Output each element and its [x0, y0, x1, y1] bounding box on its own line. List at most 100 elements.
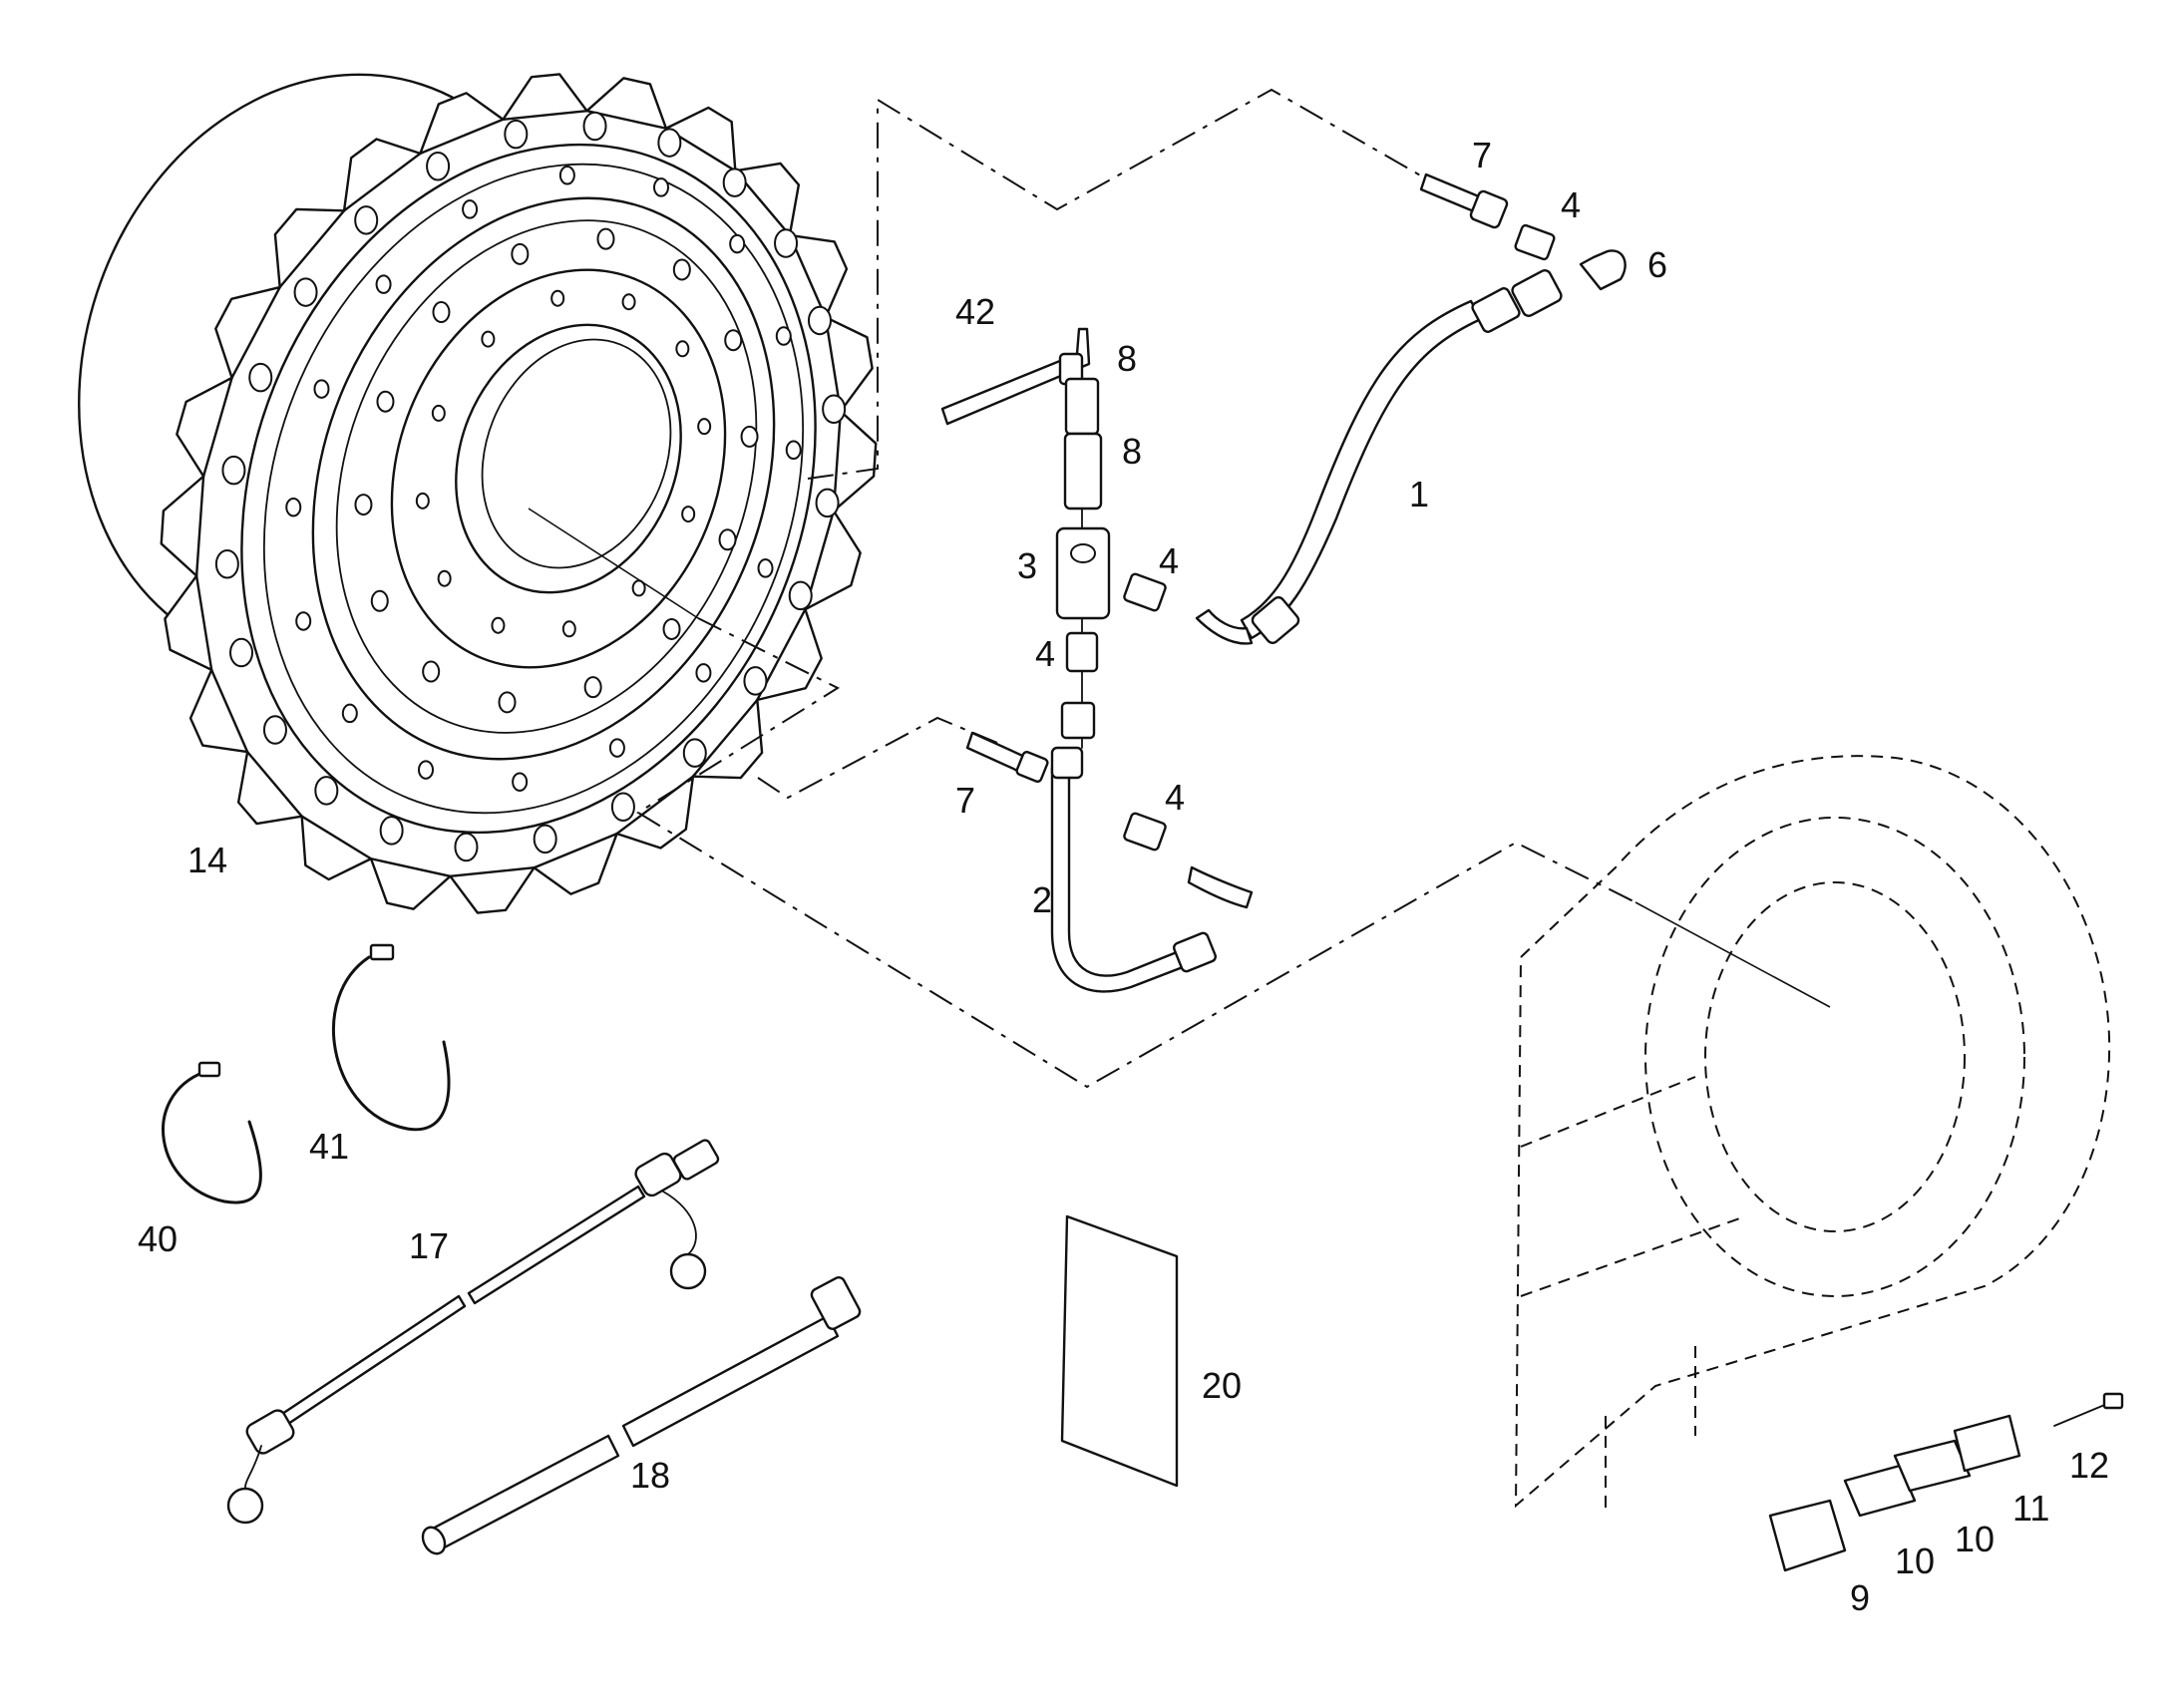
sprocket-tooth: [756, 607, 823, 702]
bolt-hole: [662, 617, 681, 640]
sprocket-tooth: [273, 207, 346, 289]
assembly-lines: [636, 88, 1831, 1089]
bolt-hole: [314, 776, 339, 806]
callout-9: 9: [1850, 1577, 1870, 1618]
clamp-40: [162, 1061, 262, 1204]
callout-4-mid: 4: [1159, 540, 1179, 581]
bolt-hole: [432, 301, 451, 324]
bolt-hole: [221, 455, 246, 486]
sprocket-tooth: [585, 77, 668, 130]
bolt-hole: [785, 440, 802, 461]
bolt-hole: [682, 738, 707, 768]
bolt-hole: [533, 824, 557, 854]
bolt-hole: [608, 738, 625, 758]
bolt-hole: [672, 258, 691, 281]
bolt-hole: [341, 703, 358, 724]
bolt-hole: [583, 676, 602, 699]
bolt-hole: [481, 330, 496, 348]
bolt-holes: [214, 111, 847, 862]
bolt-hole: [248, 362, 273, 393]
test-hose-17: [226, 1139, 720, 1525]
bolt-hole: [370, 589, 389, 612]
bolt-hole: [757, 558, 774, 578]
sprocket-tooth: [449, 866, 536, 914]
bolt-hole: [229, 637, 254, 668]
hose-2: [1050, 746, 1254, 993]
sprocket-tooth: [419, 92, 505, 156]
fittings-stack: [940, 327, 1167, 852]
clamp-41: [331, 943, 451, 1132]
bolt-hole: [295, 611, 312, 631]
callout-17: 17: [409, 1225, 449, 1266]
sprocket-tooth: [502, 73, 588, 121]
bolt-hole: [621, 293, 636, 311]
bolt-hole: [498, 691, 517, 714]
bolt-hole: [740, 425, 759, 448]
callout-2: 2: [1032, 879, 1052, 920]
bolt-hole: [293, 277, 318, 307]
sprocket-tooth: [160, 475, 205, 577]
sprocket-tooth: [734, 162, 801, 237]
sprocket-tooth: [214, 285, 281, 380]
sprocket-teeth: [160, 73, 878, 914]
bolt-hole: [582, 111, 607, 142]
sprocket-tooth: [300, 815, 373, 881]
bolt-hole: [511, 242, 530, 265]
bolt-hole: [722, 168, 747, 197]
fitting-7-top: [1419, 172, 1509, 229]
sprocket-tooth: [164, 574, 213, 672]
bolt-hole: [681, 506, 696, 523]
sprocket-tooth: [369, 857, 452, 910]
bolt-hole: [354, 205, 379, 235]
bolt-hole: [504, 119, 529, 150]
callout-8-a: 8: [1117, 338, 1137, 379]
callouts: 7 4 6 42 8 8 1 3 4 4 7 4 2 14 41 40 17 1…: [138, 135, 2109, 1618]
callout-20: 20: [1202, 1365, 1242, 1406]
bolt-hole: [462, 199, 479, 219]
bolt-hole: [491, 616, 506, 634]
callout-12: 12: [2069, 1445, 2109, 1486]
bolt-hole: [775, 326, 792, 346]
axle-housing: [1514, 755, 2111, 1516]
bracket-parts: [1768, 1392, 2124, 1572]
callout-42: 42: [955, 291, 995, 332]
bolt-hole: [426, 152, 451, 181]
callout-7-low: 7: [955, 780, 975, 821]
bolt-hole: [354, 494, 373, 516]
sprocket-tooth: [236, 750, 303, 826]
bolt-hole: [724, 329, 743, 352]
bolt-hole: [675, 340, 690, 358]
instruction-card-20: [1060, 1214, 1179, 1488]
callout-3: 3: [1017, 545, 1037, 586]
callout-10-b: 10: [1895, 1540, 1935, 1581]
bolt-hole: [376, 390, 395, 413]
callout-1: 1: [1409, 474, 1429, 514]
callout-40: 40: [138, 1218, 178, 1259]
callout-4-low: 4: [1035, 633, 1055, 674]
sprocket-tooth: [804, 510, 862, 611]
bolt-hole: [695, 663, 712, 683]
bolt-hole: [512, 772, 529, 792]
bolt-hole: [262, 715, 287, 745]
callout-4-hose2: 4: [1165, 777, 1185, 818]
bolt-hole: [729, 233, 746, 254]
elbow-6: [1579, 249, 1627, 291]
sprocket-tooth: [824, 315, 874, 413]
bolt-hole: [815, 488, 840, 518]
bolt-hole: [657, 128, 682, 158]
sprocket-tooth: [664, 106, 737, 172]
callout-8-b: 8: [1122, 431, 1142, 472]
bolt-hole: [774, 228, 799, 258]
bolt-hole: [743, 666, 768, 696]
sprocket-tooth: [832, 410, 878, 512]
bolt-hole: [610, 792, 635, 822]
sprocket-tooth: [691, 698, 764, 780]
hose-18: [421, 1276, 862, 1555]
bolt-hole: [653, 177, 670, 197]
hose-1: [1195, 269, 1563, 645]
sprocket-tooth: [533, 832, 618, 895]
bolt-hole: [550, 289, 565, 307]
callout-10-a: 10: [1955, 1519, 1995, 1559]
bolt-hole: [596, 227, 615, 250]
sprocket-tooth: [188, 668, 249, 754]
